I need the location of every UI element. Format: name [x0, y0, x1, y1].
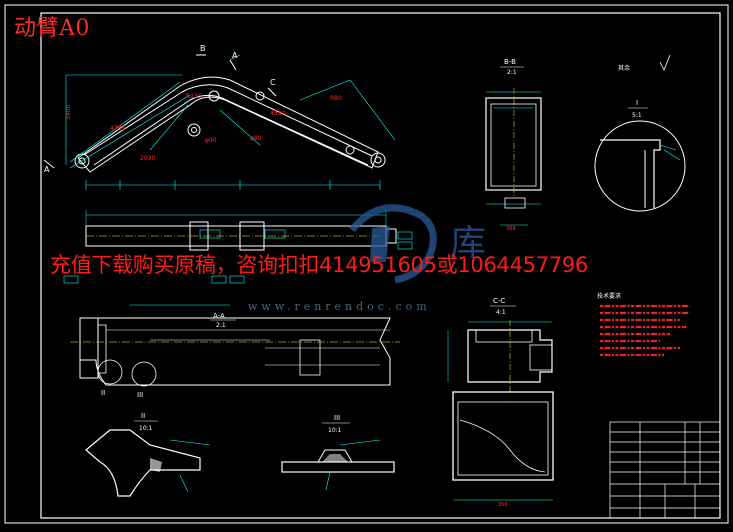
boom-elevation-view [74, 76, 386, 173]
detail-i-view: I 5:1 其余 [594, 54, 686, 212]
technical-notes: 技术要求 [597, 292, 690, 357]
section-marker-labels: B A C A [44, 44, 276, 174]
roughness-note: 其余 [618, 64, 630, 72]
section-cc-view: C-C 4:1 350 [447, 297, 554, 508]
notes-heading: 技术要求 [597, 292, 621, 300]
section-bb-title: B-B [504, 58, 516, 66]
section-marker-a-top: A [232, 51, 238, 60]
detail-ii-title: II [141, 412, 145, 420]
roughness-symbol [659, 54, 671, 71]
section-aa-view: A-A 2:1 II III [70, 304, 400, 399]
watermark-url: www.renrendoc.com [248, 300, 431, 313]
section-aa-title: A-A [213, 312, 225, 320]
callout-iii-label: III [137, 391, 143, 399]
svg-text:388: 388 [506, 226, 516, 232]
section-marker-b: B [200, 44, 206, 53]
detail-ii-scale: 10:1 [139, 425, 153, 432]
callout-ii-label: II [101, 389, 105, 397]
svg-text:350: 350 [498, 502, 508, 508]
svg-text:φ90: φ90 [205, 137, 217, 144]
download-watermark-text: 充值下载购买原稿，咨询扣扣414951605或1064457796 [50, 253, 588, 277]
section-cc-scale: 4:1 [496, 309, 506, 316]
watermark-logo: 库 [349, 204, 486, 284]
section-cut-arrows [43, 54, 277, 169]
section-cc-title: C-C [493, 297, 505, 305]
watermark-logo-char: 库 [450, 223, 486, 264]
detail-i-title: I [636, 99, 638, 107]
svg-text:4530: 4530 [270, 110, 285, 117]
detail-iii-view: III 10:1 [281, 414, 395, 491]
svg-text:R135: R135 [186, 93, 202, 100]
detail-i-scale: 5:1 [632, 112, 642, 119]
plan-view-callouts [63, 229, 413, 284]
section-marker-c: C [270, 78, 276, 87]
svg-text:4785: 4785 [110, 125, 125, 132]
section-marker-a-left: A [44, 165, 50, 174]
section-aa-scale: 2:1 [216, 322, 226, 329]
svg-text:φ80: φ80 [250, 135, 262, 142]
sheet-outer-border [4, 4, 729, 524]
detail-iii-scale: 10:1 [328, 427, 342, 434]
title-block [609, 421, 721, 519]
drawing-title: 动臂A0 [14, 16, 90, 41]
svg-text:R80: R80 [330, 95, 342, 102]
section-bb-view: B-B 2:1 388 [485, 58, 542, 232]
svg-text:2030: 2030 [140, 155, 155, 162]
svg-text:3400: 3400 [65, 105, 72, 120]
boom-plan-view [85, 210, 397, 251]
section-bb-scale: 2:1 [507, 69, 517, 76]
detail-ii-view: II 10:1 [85, 412, 211, 497]
boom-dimension-lines [65, 54, 396, 190]
sheet-inner-frame [40, 12, 721, 519]
boom-dimension-texts: 3400 4785 2030 4530 R80 R135 φ80 φ90 [65, 93, 342, 162]
detail-iii-title: III [334, 414, 340, 422]
